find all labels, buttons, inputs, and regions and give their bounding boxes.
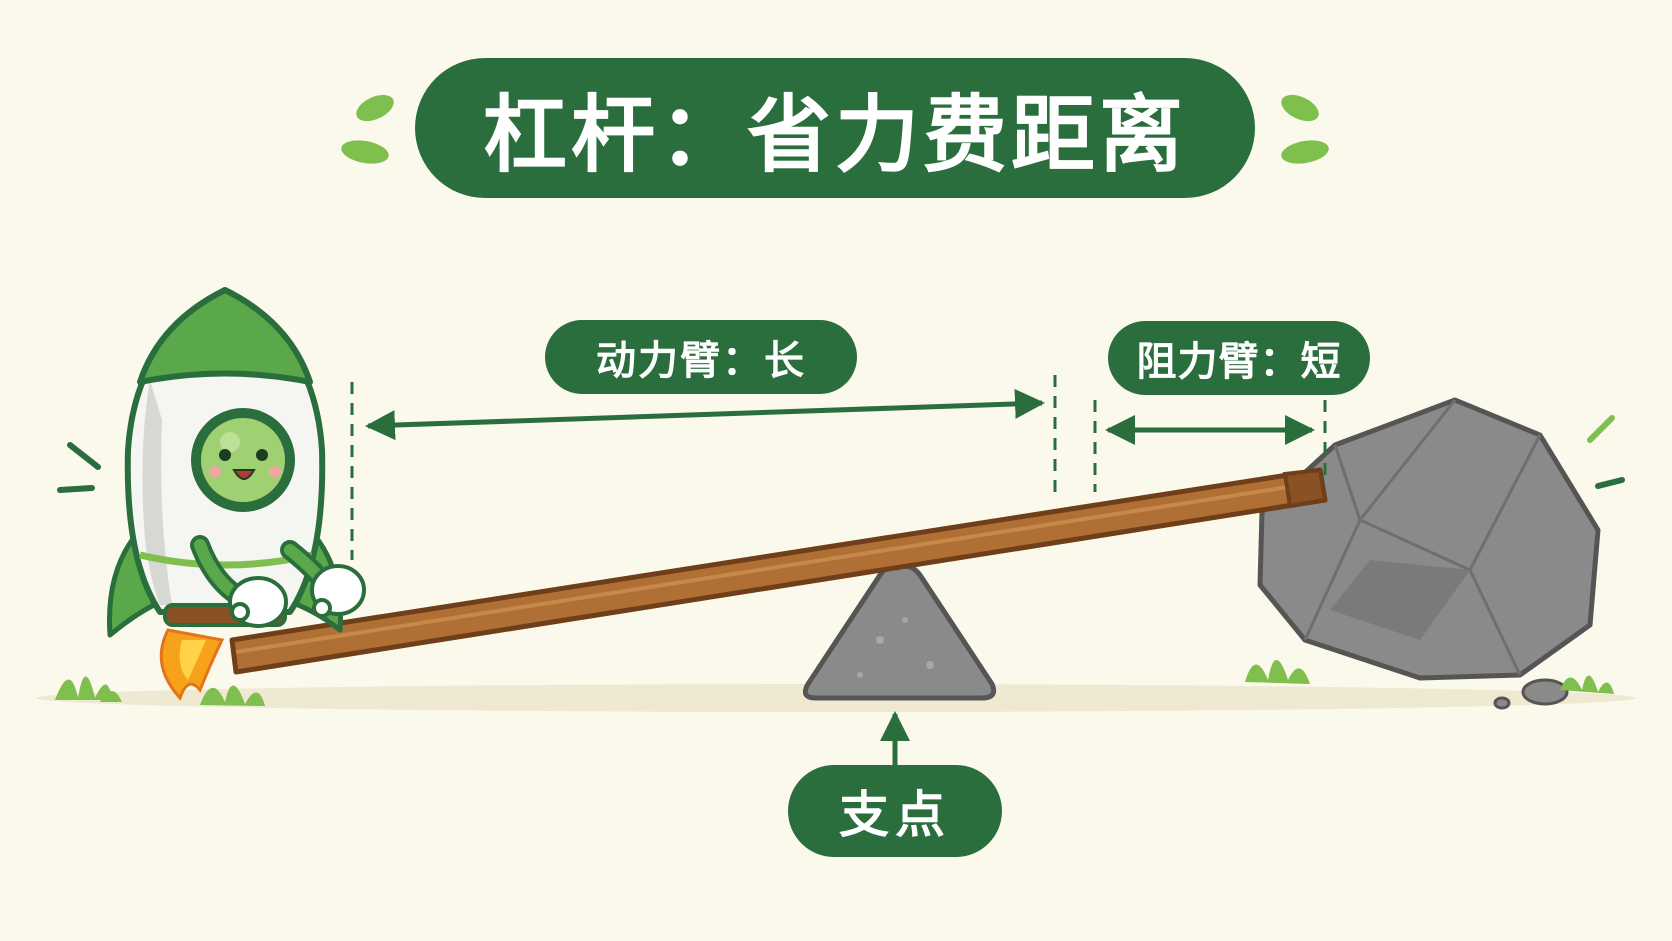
- motion-lines-right: [1587, 415, 1625, 489]
- fulcrum-triangle-icon: [802, 563, 997, 701]
- effort-arm-arrow: [365, 388, 1045, 441]
- motion-lines-left: [57, 442, 101, 493]
- dashed-guide-lines: [350, 375, 1327, 560]
- grass-icon: [55, 660, 1614, 706]
- page-title: 杠杆：省力费距离: [415, 58, 1255, 198]
- rocket-mascot-icon: [107, 287, 366, 701]
- load-arm-label: 阻力臂：短: [1108, 321, 1370, 395]
- fulcrum-label: 支点: [788, 765, 1002, 857]
- effort-arm-label: 动力臂：长: [545, 320, 857, 394]
- leaf-icon: [341, 94, 1329, 164]
- rock-icon: [1257, 397, 1601, 681]
- pebble-icon: [1493, 678, 1569, 710]
- lever-beam: [229, 467, 1328, 675]
